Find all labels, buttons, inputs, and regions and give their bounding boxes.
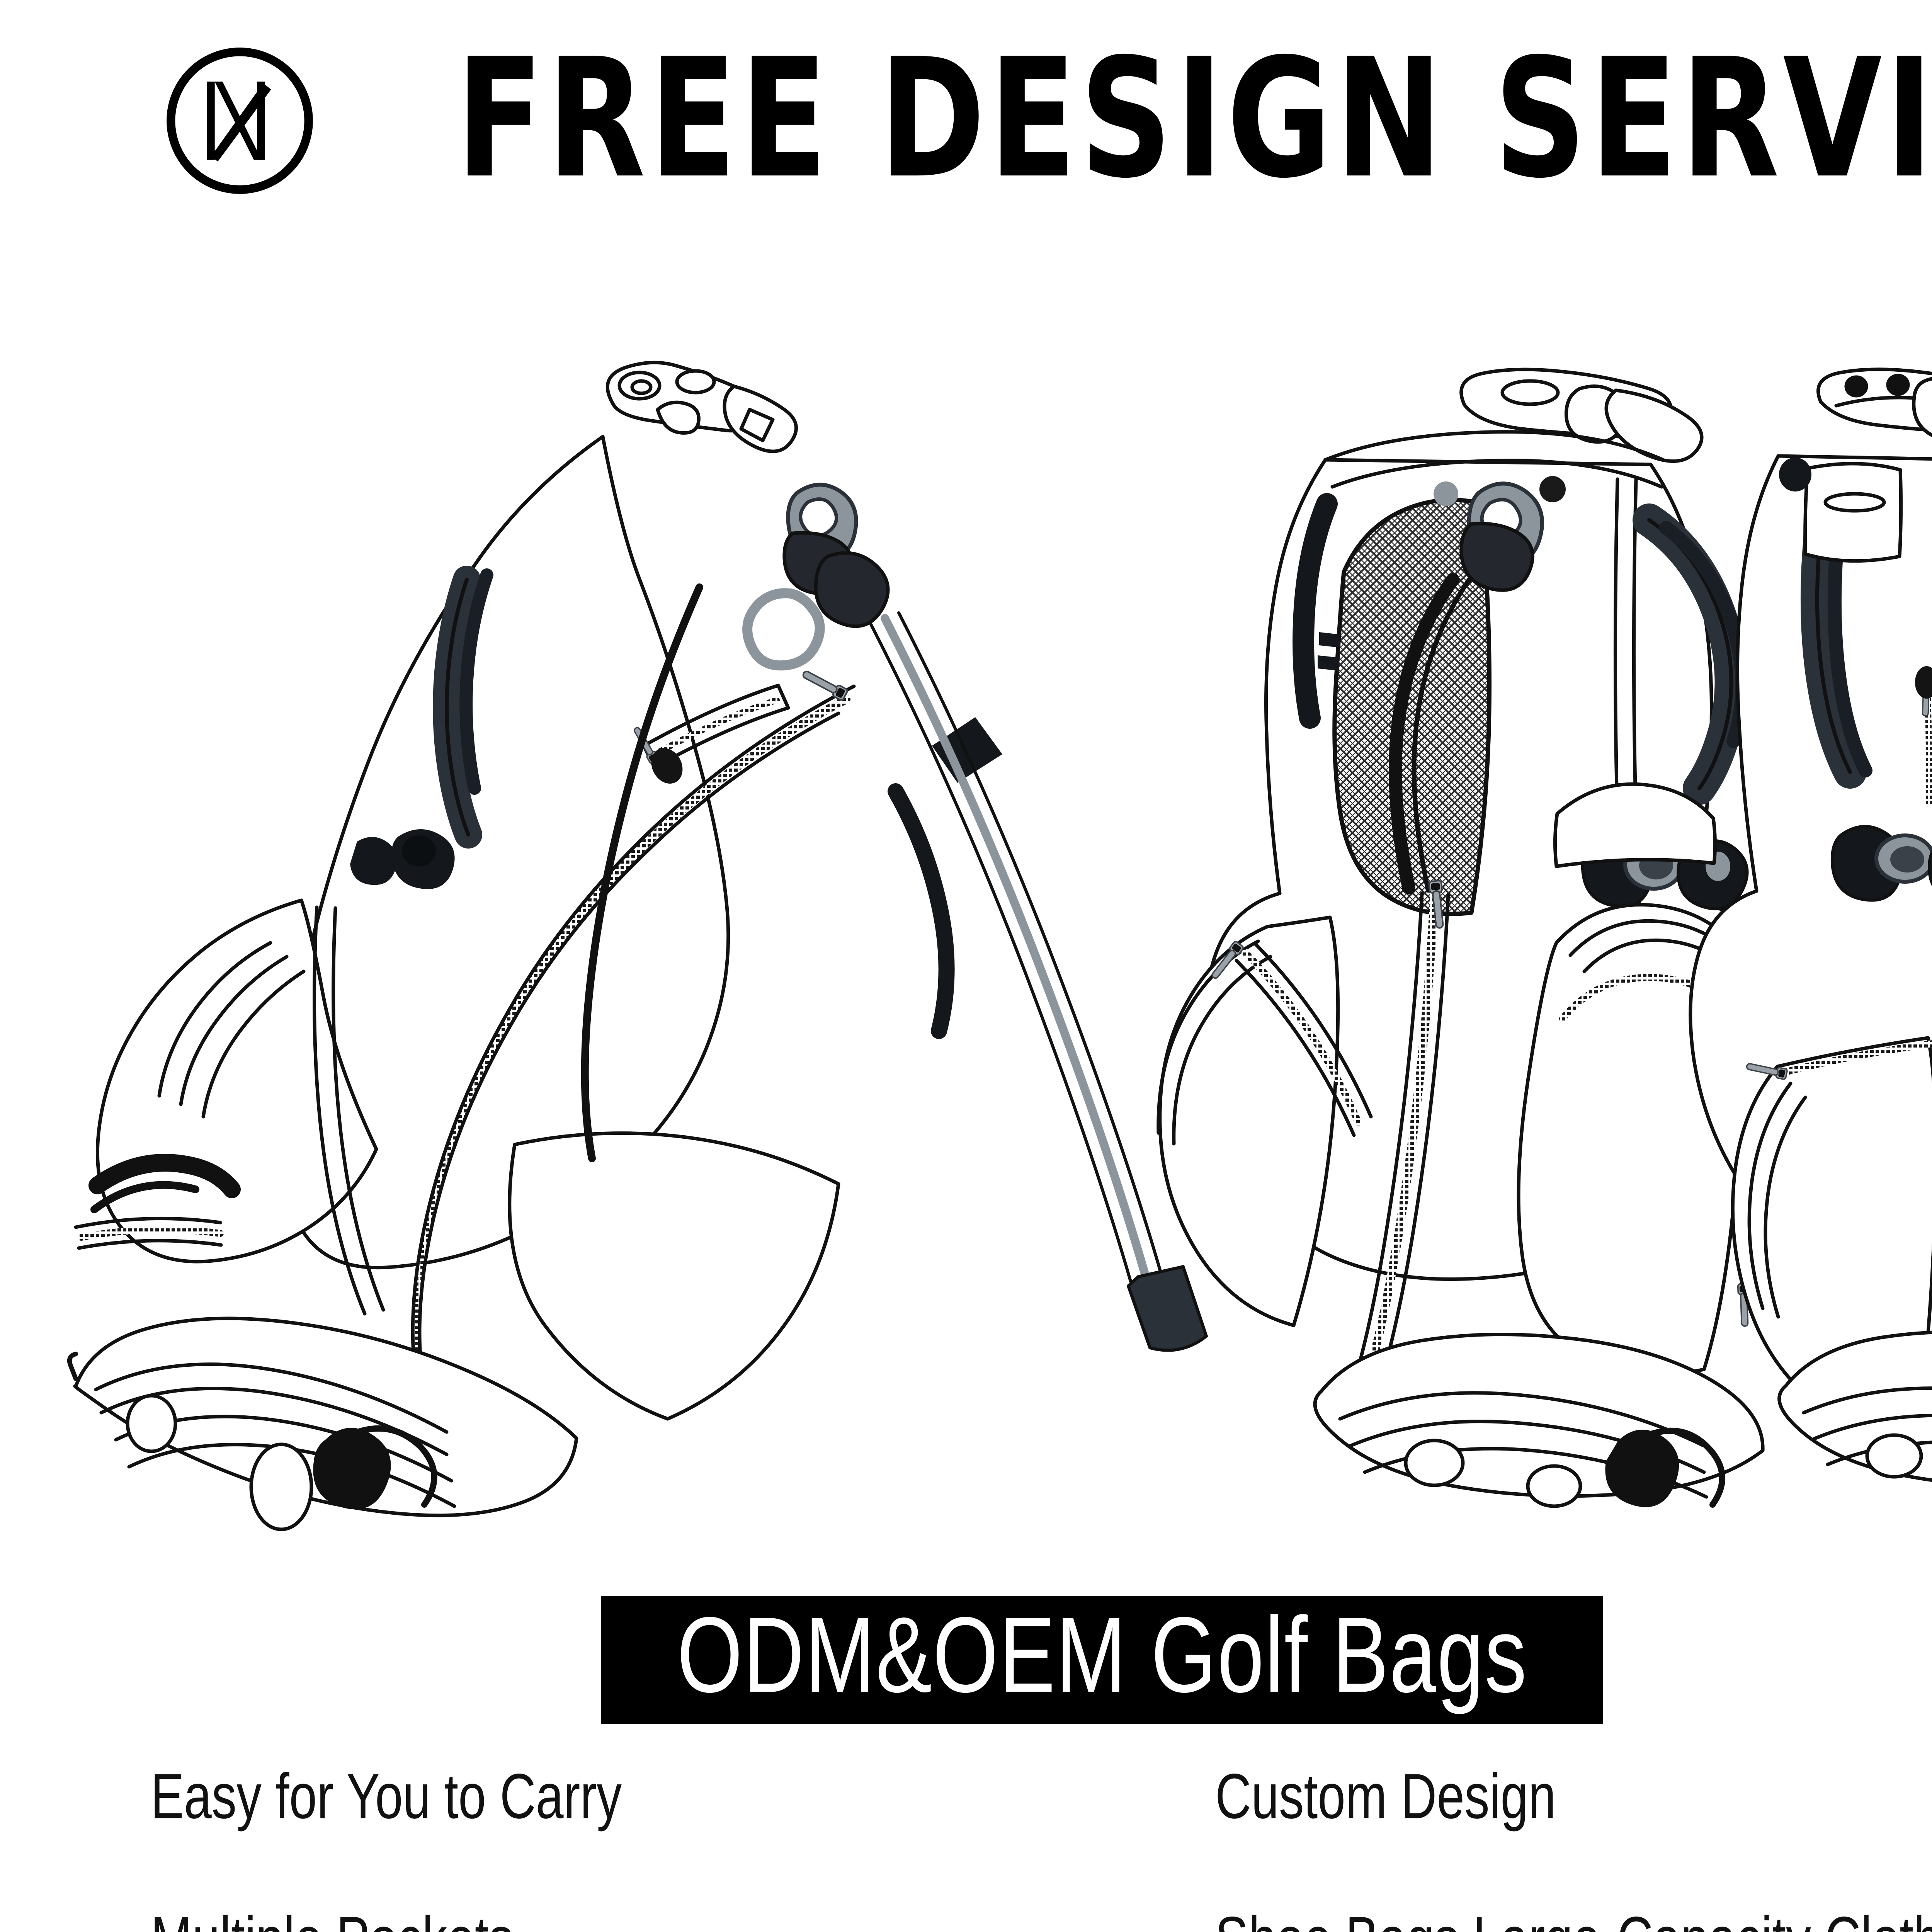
golf-bag-side-mesh-view (1156, 367, 1786, 1508)
kp-monogram-circle-logo-icon (162, 43, 318, 199)
feature-label: Custom Design (1215, 1760, 1556, 1832)
feature-column-left: Easy for You to Carry Multiple Pockets M… (151, 1762, 1155, 1932)
feature-item: Easy for You to Carry (151, 1762, 1155, 1905)
feature-column-right: Custom Design Shoe Bags Large-Capacity C… (1215, 1762, 1932, 1932)
product-banner-label: ODM&OEM Golf Bags (677, 1594, 1527, 1715)
feature-list: Easy for You to Carry Multiple Pockets M… (0, 1762, 1932, 1932)
golf-bag-illustration-group (0, 340, 1932, 1577)
zipper-pull-icon (801, 668, 848, 701)
feature-label: Easy for You to Carry (151, 1760, 622, 1832)
feature-label: Shoe Bags Large-Capacity Clothes Bags (1215, 1905, 1932, 1932)
product-banner: ODM&OEM Golf Bags (601, 1596, 1603, 1724)
feature-item: Shoe Bags Large-Capacity Clothes Bags (1215, 1905, 1932, 1932)
golf-bag-front-stand-view (67, 361, 1208, 1531)
feature-label: Multiple Pockets (151, 1905, 514, 1932)
golf-bag-rear-view (1689, 367, 1932, 1482)
feature-item: Multiple Pockets (151, 1905, 1155, 1932)
page-title: FREE DESIGN SERVICE (456, 23, 1932, 214)
poster-header: FREE DESIGN SERVICE (0, 0, 1932, 232)
feature-item: Custom Design (1215, 1762, 1932, 1905)
